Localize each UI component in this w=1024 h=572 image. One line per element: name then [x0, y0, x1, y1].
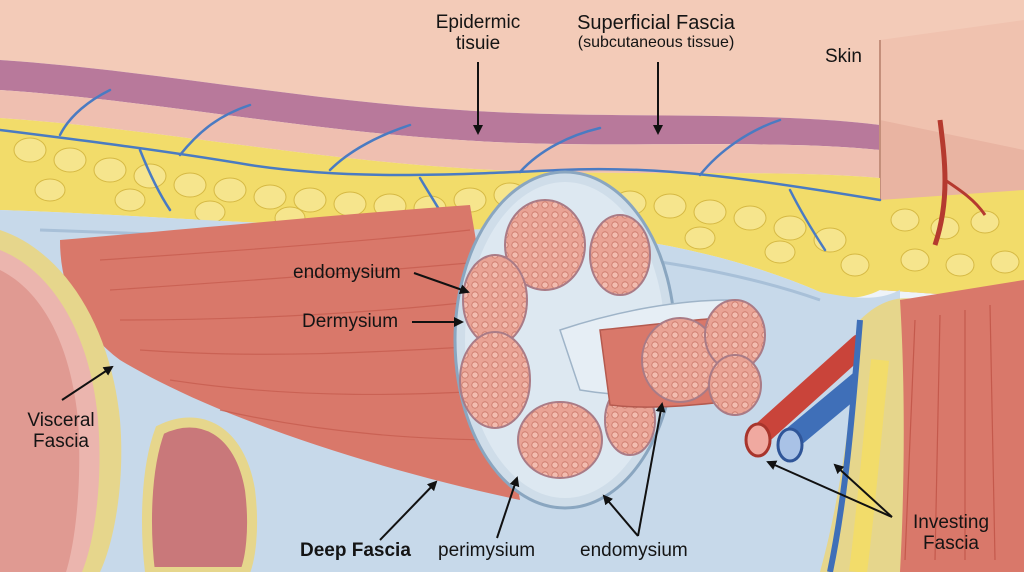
epidermic-tissue-label: Epidermic tisuie [408, 12, 548, 55]
endomysium-bottom-label: endomysium [580, 540, 688, 561]
investing-label-line2: Fascia [923, 533, 979, 555]
endomysium-top-label: endomysium [293, 262, 401, 283]
superficial-fascia-label: Superficial Fascia (subcutaneous tissue) [554, 12, 758, 52]
visceral-fascia-label: Visceral Fascia [15, 410, 107, 453]
muscle-belly [60, 205, 520, 500]
skin-label: Skin [825, 46, 862, 67]
perimysium-label: perimysium [438, 540, 536, 561]
fascicle-bundle [559, 299, 766, 416]
superficial-label-line2: (subcutaneous tissue) [577, 34, 735, 52]
leader-lines [61, 62, 893, 541]
visceral-region [0, 230, 258, 572]
epidermic-label-line1: Epidermic [435, 12, 521, 33]
visceral-label-line2: Fascia [33, 431, 89, 453]
superficial-label-line1: Superficial Fascia [577, 12, 735, 34]
epidermic-label-line2: tisuie [455, 33, 501, 55]
visceral-label-line1: Visceral [27, 410, 95, 431]
dermal-vessels [0, 88, 882, 252]
dermysium-label: Dermysium [302, 311, 399, 332]
deep-fascia-label: Deep Fascia [300, 540, 411, 561]
investing-fascia-label: Investing Fascia [896, 512, 1006, 555]
muscle-cross-section [453, 170, 677, 510]
investing-label-line1: Investing [912, 512, 990, 533]
